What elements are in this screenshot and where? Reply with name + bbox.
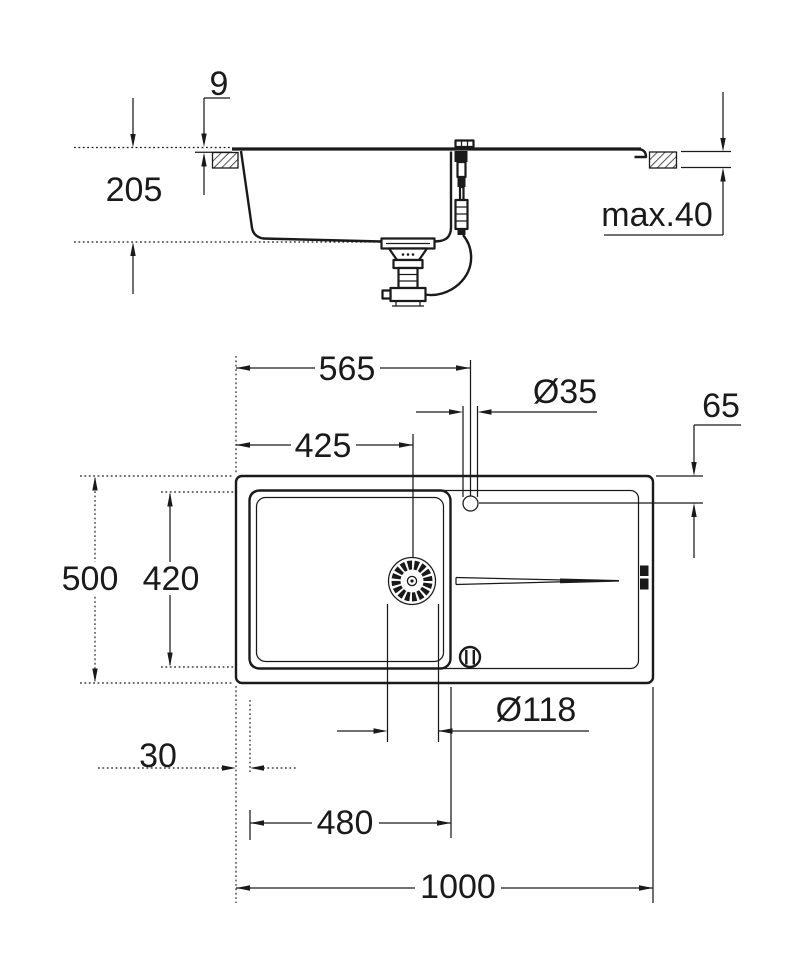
dim-max40-label: max.40 — [601, 196, 713, 234]
dim-9: 9 — [201, 65, 230, 195]
plan-view: 565 Ø35 425 65 — [62, 350, 741, 906]
drainboard-groove — [455, 576, 619, 586]
pop-up-knob — [458, 645, 482, 669]
dim-35-label: Ø35 — [533, 373, 597, 411]
drain-strainer — [387, 556, 437, 606]
dim-425: 425 — [236, 427, 413, 465]
dim-420-label: 420 — [143, 560, 200, 598]
dim-480: 480 — [250, 804, 451, 842]
dim-480-label: 480 — [317, 804, 374, 842]
bowl-left-wall — [239, 150, 382, 243]
dim-205: 205 — [106, 98, 163, 294]
extension-lines — [80, 356, 703, 903]
dim-9-label: 9 — [210, 65, 229, 103]
side-section-view: 9 205 max.40 — [74, 65, 731, 307]
sink-profile — [232, 147, 648, 243]
dim-118: Ø118 — [337, 691, 589, 734]
dim-30-label: 30 — [139, 737, 177, 775]
sink-outline — [234, 474, 655, 685]
countertop-section-right — [648, 151, 678, 169]
dim-1000-label: 1000 — [420, 868, 496, 906]
overflow-marks — [640, 565, 649, 590]
dim-65-label: 65 — [702, 387, 740, 425]
dim-118-label: Ø118 — [496, 691, 577, 729]
dim-420: 420 — [142, 492, 200, 667]
dim-1000: 1000 — [236, 868, 653, 906]
dim-max40: max.40 — [601, 92, 726, 236]
dim-500-label: 500 — [62, 560, 119, 598]
dim-565: 565 — [236, 350, 470, 388]
bowl-right-wall — [434, 151, 453, 243]
drain-waste-assembly — [380, 237, 436, 307]
dim-30: 30 — [98, 737, 298, 775]
dim-35: Ø35 — [416, 373, 597, 415]
pop-up-cable — [424, 234, 473, 297]
dim-65: 65 — [691, 387, 741, 558]
dim-500: 500 — [62, 476, 120, 683]
pop-up-rod-assembly — [424, 139, 475, 297]
countertop-section-left — [211, 151, 239, 169]
dim-565-label: 565 — [319, 350, 376, 388]
dim-205-label: 205 — [106, 171, 163, 209]
tap-hole — [462, 495, 479, 512]
dim-425-label: 425 — [295, 427, 352, 465]
